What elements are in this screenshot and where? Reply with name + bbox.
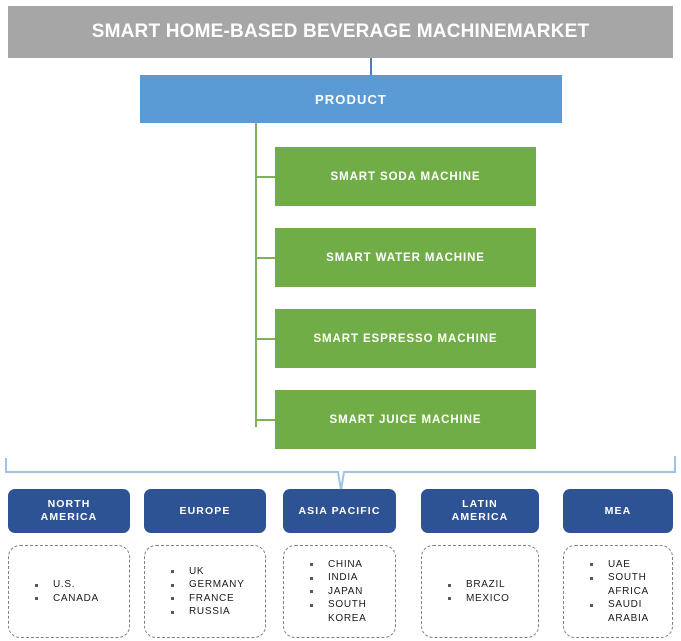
product-item-label: SMART SODA MACHINE [330, 170, 481, 183]
country-item: SOUTH KOREA [310, 598, 367, 625]
country-item: UAE [590, 558, 649, 572]
segment-product-label: PRODUCT [315, 91, 387, 107]
product-item-soda: SMART SODA MACHINE [275, 147, 536, 206]
country-item: MEXICO [448, 592, 510, 606]
region-card-north-america: U.S.CANADA [8, 545, 130, 638]
product-item-juice: SMART JUICE MACHINE [275, 390, 536, 449]
country-item: RUSSIA [171, 605, 244, 619]
region-header-latin-america[interactable]: LATIN AMERICA [421, 489, 539, 533]
country-list: U.S.CANADA [9, 578, 99, 605]
country-item: CHINA [310, 558, 367, 572]
country-item: UK [171, 565, 244, 579]
region-header-label: LATIN AMERICA [451, 498, 509, 523]
product-item-water: SMART WATER MACHINE [275, 228, 536, 287]
connector-title-to-product [370, 58, 372, 75]
connector-product-trunk [255, 123, 257, 427]
region-header-label: ASIA PACIFIC [298, 504, 381, 517]
connector-stub-item-3 [255, 338, 276, 340]
product-item-label: SMART ESPRESSO MACHINE [313, 332, 498, 345]
region-header-label: NORTH AMERICA [40, 498, 98, 523]
region-header-mea[interactable]: MEA [563, 489, 673, 533]
country-item: GERMANY [171, 578, 244, 592]
region-header-label: EUROPE [179, 504, 231, 517]
product-item-label: SMART JUICE MACHINE [329, 413, 482, 426]
country-item: INDIA [310, 571, 367, 585]
country-item: U.S. [35, 578, 99, 592]
connector-stub-item-1 [255, 176, 276, 178]
country-item: CANADA [35, 592, 99, 606]
connector-stub-item-2 [255, 257, 276, 259]
product-item-label: SMART WATER MACHINE [326, 251, 485, 264]
page-title: SMART HOME-BASED BEVERAGE MACHINEMARKET [91, 21, 590, 42]
country-item: JAPAN [310, 585, 367, 599]
country-item: SOUTH AFRICA [590, 571, 649, 598]
country-item: BRAZIL [448, 578, 510, 592]
region-header-europe[interactable]: EUROPE [144, 489, 266, 533]
country-item: FRANCE [171, 592, 244, 606]
region-header-asia-pacific[interactable]: ASIA PACIFIC [283, 489, 396, 533]
product-item-espresso: SMART ESPRESSO MACHINE [275, 309, 536, 368]
diagram-title-bar: SMART HOME-BASED BEVERAGE MACHINEMARKET [8, 6, 673, 58]
segment-product-box: PRODUCT [140, 75, 562, 123]
region-header-label: MEA [604, 504, 632, 517]
region-header-north-america[interactable]: NORTH AMERICA [8, 489, 130, 533]
connector-stub-item-4 [255, 419, 276, 421]
country-item: SAUDI ARABIA [590, 598, 649, 625]
